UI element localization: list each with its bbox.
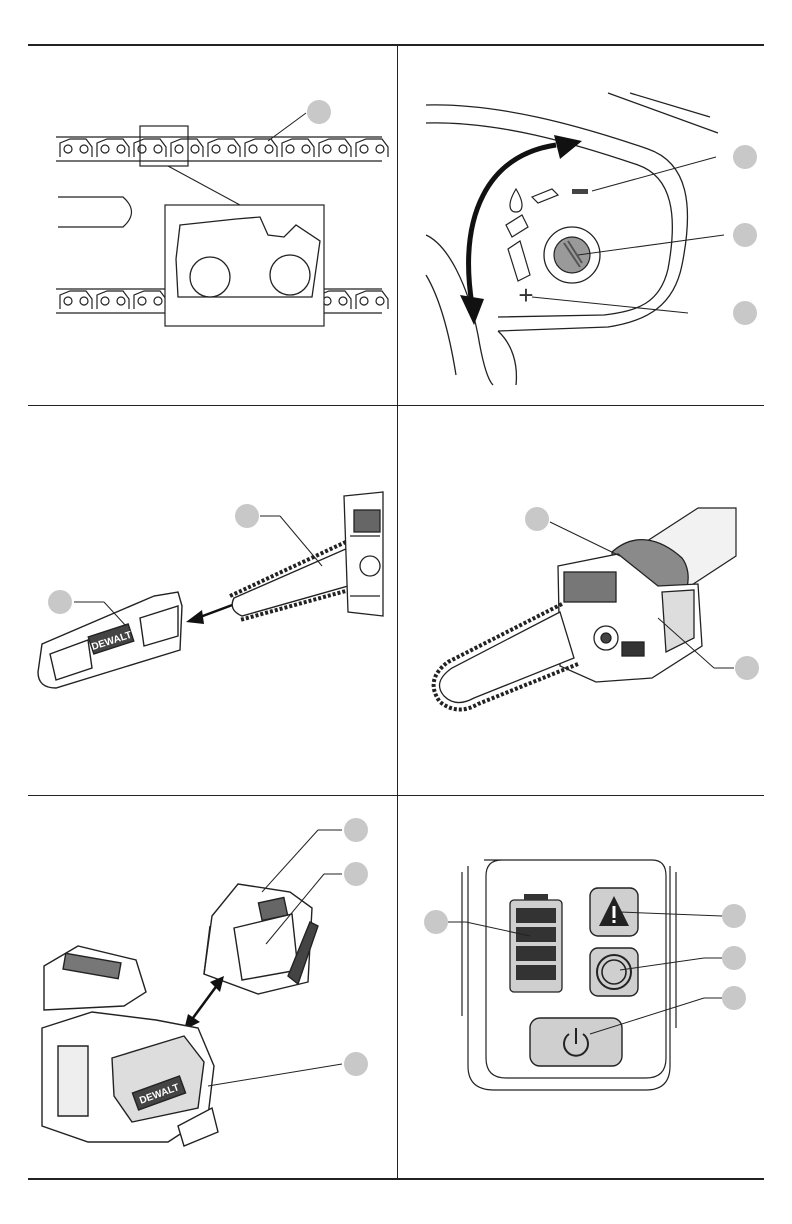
chain-rivet bbox=[339, 297, 347, 305]
chain-rivet bbox=[138, 297, 146, 305]
chain-rivet bbox=[191, 145, 199, 153]
chain-rivet bbox=[64, 145, 72, 153]
callout-a1 bbox=[307, 100, 331, 124]
chain-rivet bbox=[286, 145, 294, 153]
upper-chain bbox=[56, 137, 388, 161]
chain-rivet bbox=[101, 145, 109, 153]
control-panel-illustration bbox=[398, 796, 764, 1178]
callout-d1 bbox=[525, 507, 549, 531]
chain-rivet bbox=[360, 145, 368, 153]
saw-body bbox=[42, 946, 218, 1146]
chain-rivet bbox=[64, 297, 72, 305]
callout-b1 bbox=[733, 145, 757, 169]
chain-rivet bbox=[175, 145, 183, 153]
battery-gauge-icon bbox=[510, 894, 562, 992]
battery-install-illustration: DEWALT bbox=[28, 796, 397, 1178]
chain-rivet bbox=[339, 145, 347, 153]
guide-bar-nose bbox=[58, 197, 132, 227]
chain-link bbox=[60, 139, 92, 157]
bar-adjust-illustration: + bbox=[398, 45, 764, 405]
callout-b3 bbox=[733, 301, 757, 325]
mode-button[interactable] bbox=[590, 948, 638, 996]
figure-bar-adjust: + bbox=[398, 45, 764, 405]
callout-e2 bbox=[344, 862, 368, 886]
chain-link bbox=[356, 291, 388, 309]
callout-d2 bbox=[735, 656, 759, 680]
power-button[interactable] bbox=[530, 1018, 622, 1066]
chain-rivet bbox=[154, 145, 162, 153]
figure-battery-install: DEWALT bbox=[28, 796, 397, 1178]
figure-control-panel bbox=[398, 796, 764, 1178]
chain-rivet bbox=[323, 145, 331, 153]
rotation-arrow bbox=[469, 145, 556, 305]
chain-link bbox=[208, 139, 240, 157]
bottom-rule bbox=[28, 1178, 764, 1180]
chain-rivet bbox=[101, 297, 109, 305]
chain-detail-illustration bbox=[28, 45, 397, 405]
figure-hand-grip bbox=[398, 406, 764, 795]
chain-rivet bbox=[138, 145, 146, 153]
chain-rivet bbox=[117, 145, 125, 153]
chain-rivet bbox=[154, 297, 162, 305]
callout-c1 bbox=[48, 590, 72, 614]
callout-e3 bbox=[344, 1052, 368, 1076]
saw-head bbox=[344, 492, 383, 616]
chain-rivet bbox=[249, 145, 257, 153]
chain-link bbox=[134, 139, 166, 157]
figure-bar-cover: DEWALT bbox=[28, 406, 397, 795]
chain-link bbox=[282, 139, 314, 157]
chain-rivet bbox=[212, 145, 220, 153]
chain-rivet bbox=[302, 145, 310, 153]
chain-rivet bbox=[80, 297, 88, 305]
chain-rivet bbox=[360, 297, 368, 305]
chain-rivet bbox=[265, 145, 273, 153]
callout-e1 bbox=[344, 818, 368, 842]
chain-link bbox=[356, 139, 388, 157]
chain-link bbox=[319, 139, 351, 157]
callout-f1 bbox=[424, 910, 448, 934]
oil-drop-icon bbox=[510, 189, 522, 212]
callout-b2 bbox=[733, 223, 757, 247]
callout-f2 bbox=[722, 904, 746, 928]
chain-link bbox=[245, 139, 277, 157]
chain-rivet bbox=[117, 297, 125, 305]
callout-f3 bbox=[722, 946, 746, 970]
minus-symbol bbox=[572, 189, 588, 194]
chain-link bbox=[171, 139, 203, 157]
chain-rivet bbox=[228, 145, 236, 153]
chain-link bbox=[97, 291, 129, 309]
chain-rivet bbox=[80, 145, 88, 153]
figure-chain-detail bbox=[28, 45, 397, 405]
bar-cover-illustration: DEWALT bbox=[28, 406, 397, 795]
callout-f4 bbox=[722, 986, 746, 1010]
chain-link bbox=[134, 291, 166, 309]
chain-link bbox=[97, 139, 129, 157]
hand-grip-illustration bbox=[398, 406, 764, 795]
chain-link bbox=[60, 291, 92, 309]
callout-c2 bbox=[235, 504, 259, 528]
chain-rivet bbox=[376, 297, 384, 305]
chain-rivet bbox=[376, 145, 384, 153]
plus-symbol: + bbox=[518, 280, 533, 310]
